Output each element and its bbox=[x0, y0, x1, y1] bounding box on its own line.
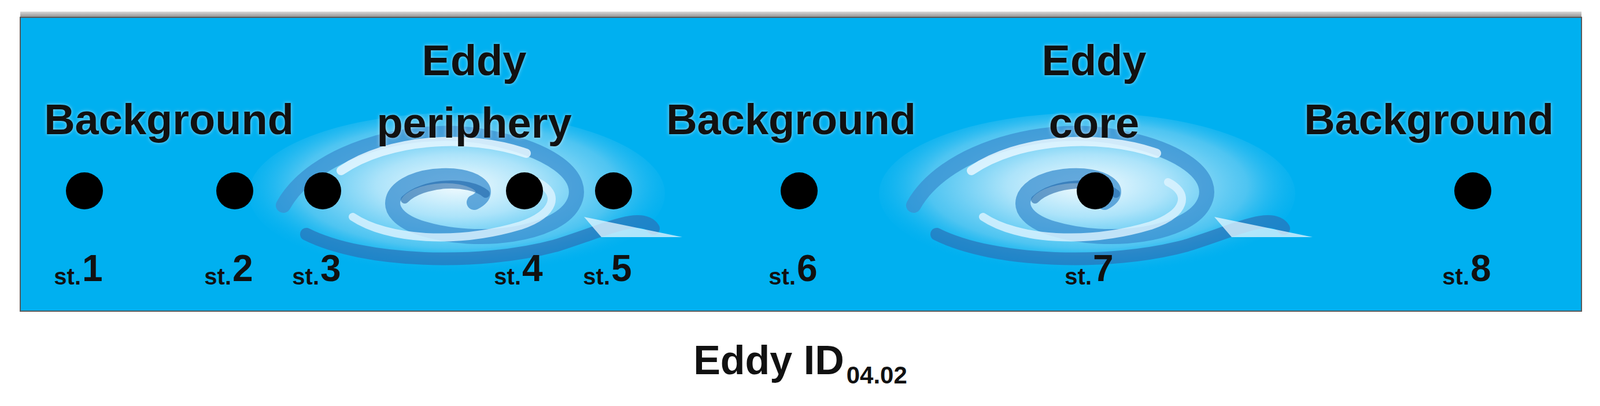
station-prefix: st. bbox=[582, 264, 611, 288]
station-prefix: st. bbox=[768, 264, 796, 288]
caption-subscript: 04.02 bbox=[846, 363, 908, 388]
region-label: Eddy bbox=[422, 39, 527, 83]
station-number: 3 bbox=[320, 249, 342, 287]
station-prefix: st. bbox=[1064, 264, 1092, 288]
region-label: Background bbox=[1303, 98, 1554, 142]
station-number: 1 bbox=[82, 249, 103, 287]
station-number: 2 bbox=[232, 249, 254, 287]
station-number: 4 bbox=[522, 249, 543, 287]
diagram-caption: Eddy ID bbox=[693, 340, 845, 381]
station-number: 8 bbox=[1470, 249, 1492, 287]
station-number: 5 bbox=[611, 249, 633, 287]
region-label: periphery bbox=[376, 101, 572, 145]
station-number: 7 bbox=[1092, 249, 1114, 287]
region-label: Eddy bbox=[1041, 39, 1147, 83]
station-prefix: st. bbox=[1442, 264, 1470, 288]
station-prefix: st. bbox=[292, 264, 320, 288]
station-prefix: st. bbox=[493, 264, 521, 288]
region-label: Background bbox=[666, 98, 916, 142]
station-number: 6 bbox=[796, 249, 818, 287]
region-label: core bbox=[1048, 101, 1140, 145]
station-prefix: st. bbox=[204, 264, 232, 288]
station-prefix: st. bbox=[53, 264, 81, 288]
region-label: Background bbox=[43, 98, 294, 142]
